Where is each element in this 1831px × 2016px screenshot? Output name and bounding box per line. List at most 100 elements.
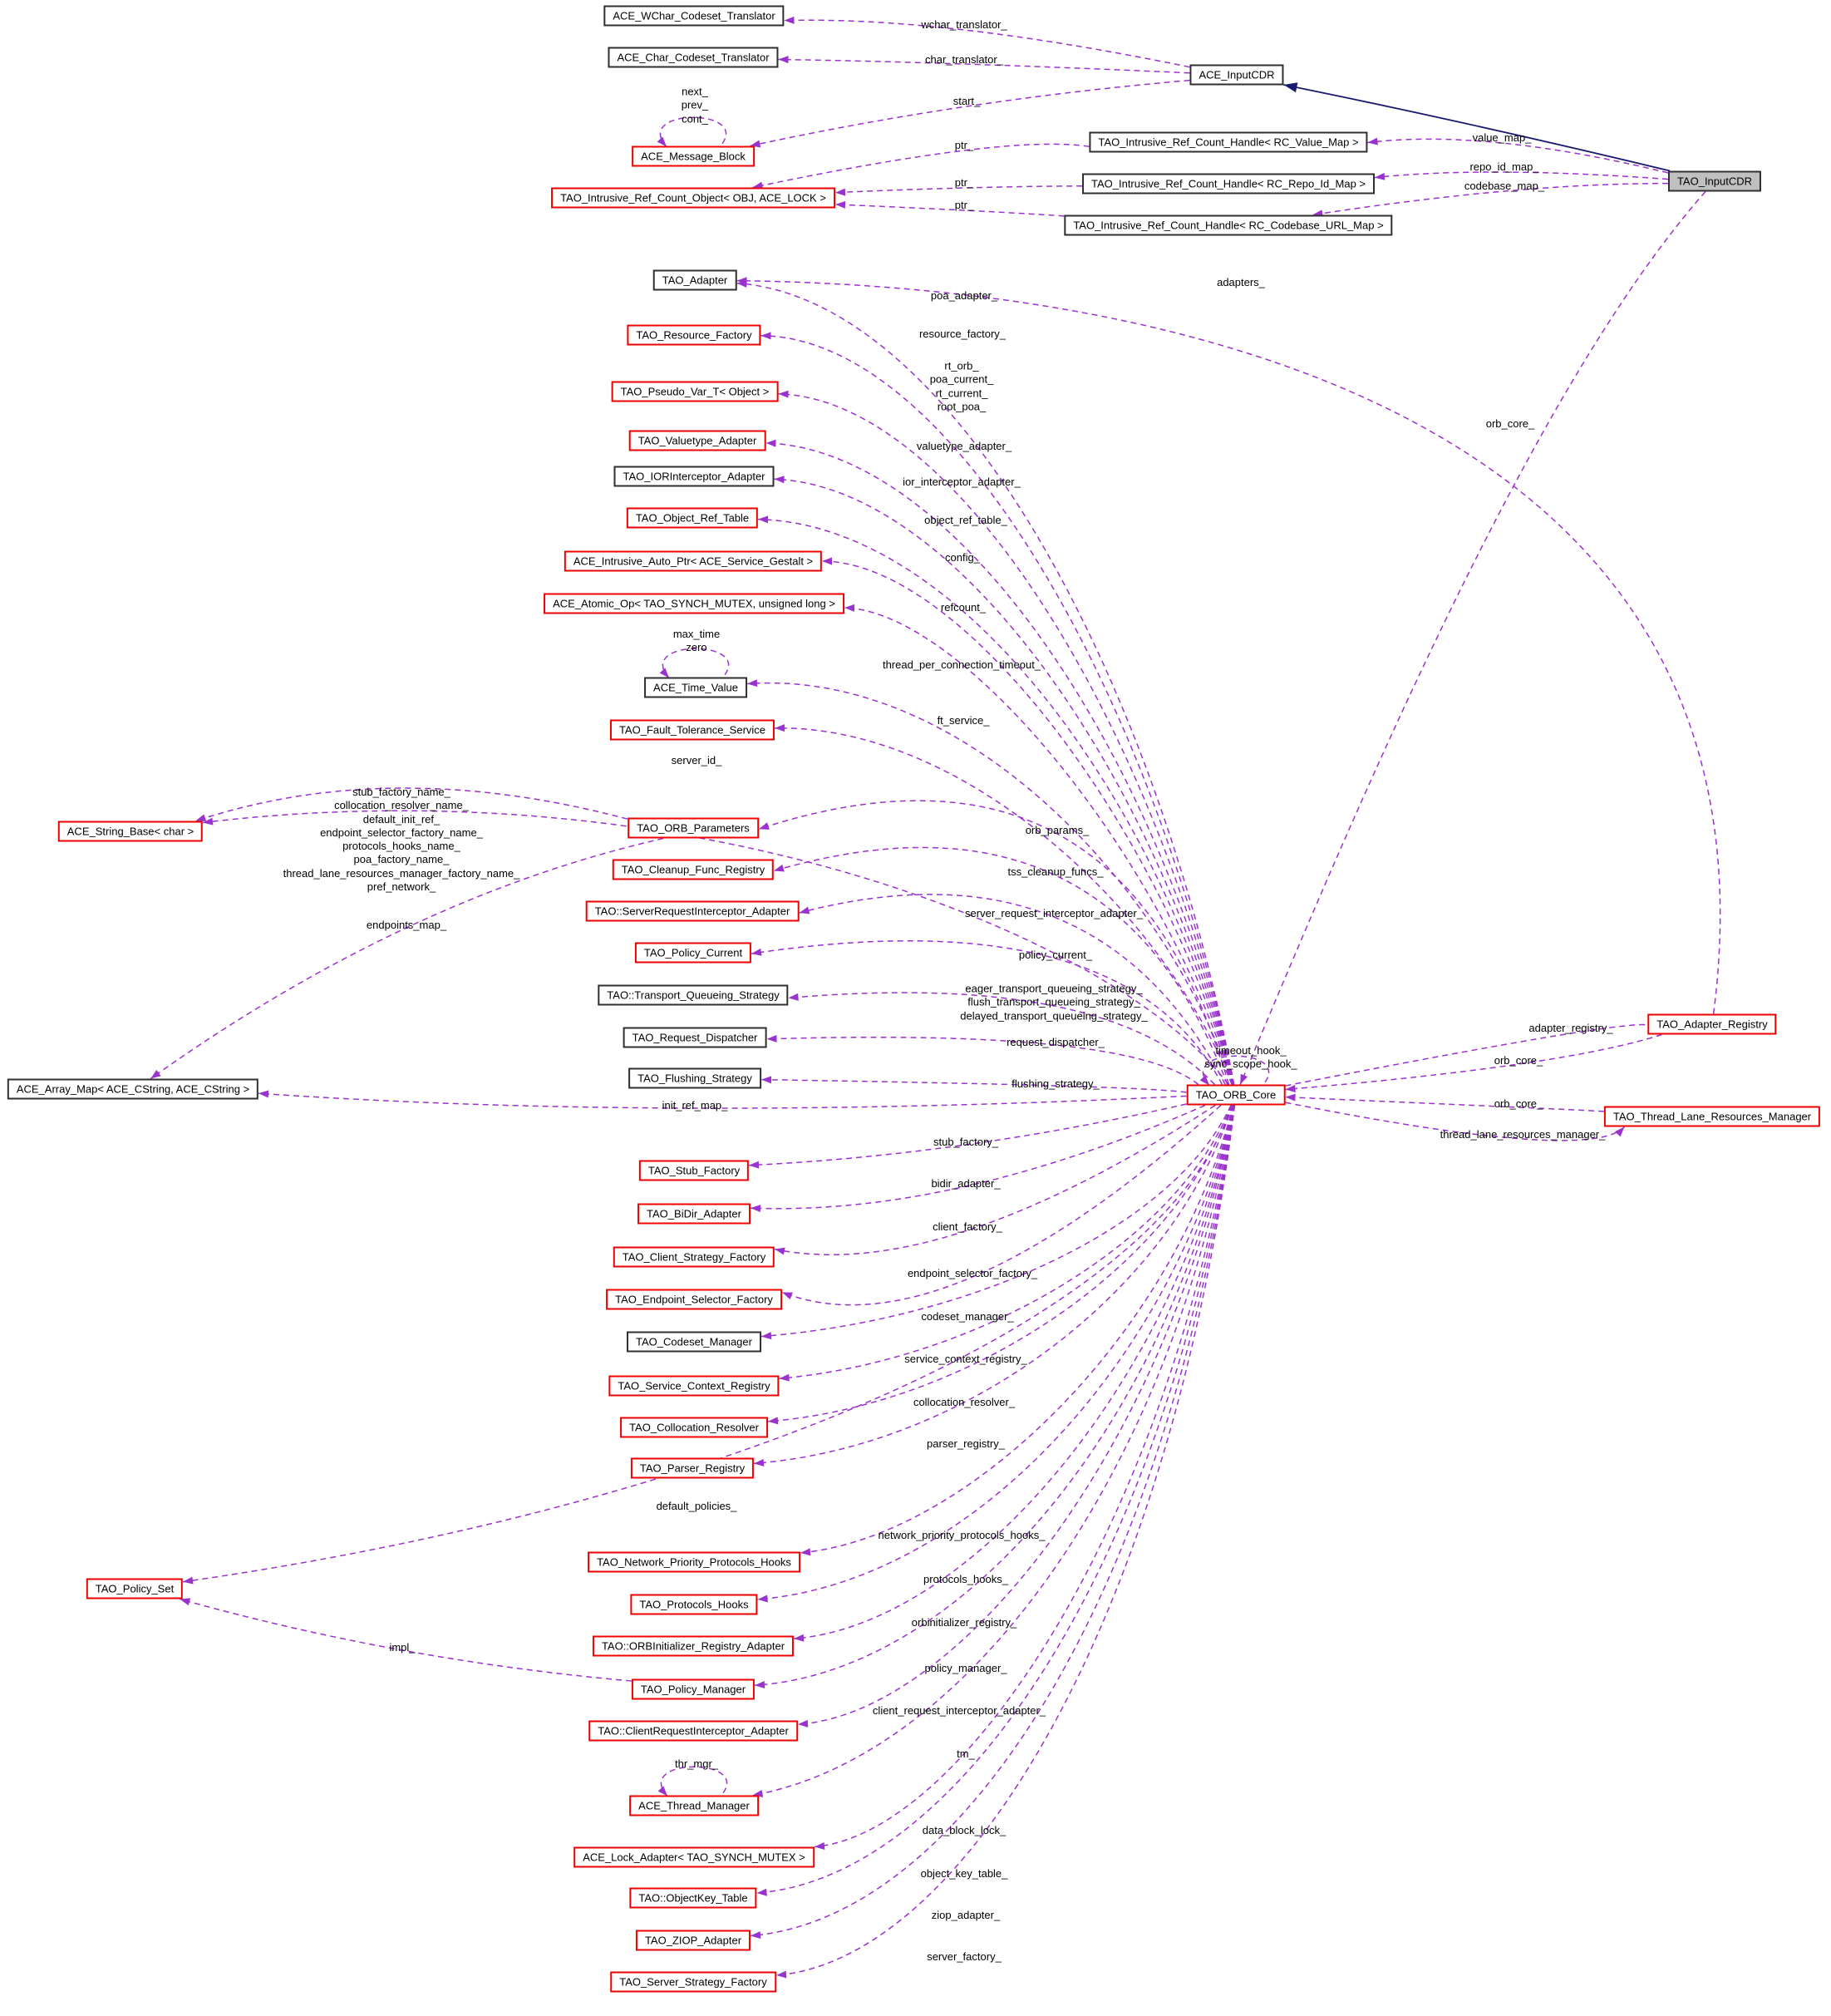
class-node-tao_orbinit[interactable]: TAO::ORBInitializer_Registry_Adapter <box>592 1635 795 1657</box>
class-node-ace_atomic[interactable]: ACE_Atomic_Op< TAO_SYNCH_MUTEX, unsigned… <box>544 593 844 614</box>
class-node-ace_string_base[interactable]: ACE_String_Base< char > <box>57 821 204 842</box>
edge-line <box>202 810 1229 1085</box>
class-node-tao_adapter[interactable]: TAO_Adapter <box>652 269 737 291</box>
edge-label: client_request_interceptor_adapter_ <box>872 1703 1046 1717</box>
edge-label: resource_factory_ <box>918 327 1007 340</box>
class-node-tao_client_strat[interactable]: TAO_Client_Strategy_Factory <box>613 1246 775 1268</box>
class-node-tao_stub[interactable]: TAO_Stub_Factory <box>638 1160 750 1181</box>
edge-label: endpoints_map_ <box>366 918 447 931</box>
edge-line <box>781 1104 1222 1306</box>
class-node-tao_ziop[interactable]: TAO_ZIOP_Adapter <box>635 1930 751 1951</box>
arrowhead <box>815 1841 825 1850</box>
class-node-ace_thread_mgr[interactable]: ACE_Thread_Manager <box>629 1795 759 1816</box>
edge-line <box>195 787 628 822</box>
class-node-h_codebase[interactable]: TAO_Intrusive_Ref_Count_Handle< RC_Codeb… <box>1064 214 1393 236</box>
edge-line <box>778 393 1235 1085</box>
edge-line <box>756 1105 1235 1894</box>
class-node-tao_orb_core[interactable]: TAO_ORB_Core <box>1186 1084 1286 1106</box>
class-node-ace_lock_adapter[interactable]: ACE_Lock_Adapter< TAO_SYNCH_MUTEX > <box>573 1846 815 1868</box>
arrowhead <box>775 724 785 732</box>
edge-label: policy_current_ <box>1018 948 1093 961</box>
edge-label: rt_orb_ poa_current_ rt_current_ root_po… <box>929 359 994 413</box>
class-node-tao_irco[interactable]: TAO_Intrusive_Ref_Count_Object< OBJ, ACE… <box>551 187 835 209</box>
edge-label: ft_service_ <box>937 713 990 727</box>
edge-label: char_translator_ <box>925 52 1003 66</box>
edge-line <box>1285 1023 1651 1087</box>
class-node-tao_flushing[interactable]: TAO_Flushing_Strategy <box>628 1067 761 1089</box>
class-node-tao_policy_current[interactable]: TAO_Policy_Current <box>634 942 752 964</box>
edge-line <box>1285 1096 1605 1112</box>
class-node-tao_colloc[interactable]: TAO_Collocation_Resolver <box>620 1417 768 1438</box>
class-node-tao_ior[interactable]: TAO_IORInterceptor_Adapter <box>613 466 775 487</box>
class-node-tao_obj_ref[interactable]: TAO_Object_Ref_Table <box>626 507 759 529</box>
edge-line <box>750 79 1190 147</box>
edge-label: codebase_map_ <box>1464 179 1545 192</box>
arrowhead <box>750 140 761 148</box>
class-node-h_value[interactable]: TAO_Intrusive_Ref_Count_Handle< RC_Value… <box>1089 131 1368 153</box>
arrowhead <box>761 1332 772 1340</box>
edge-label: orb_core_ <box>1494 1053 1543 1067</box>
class-node-ace_array_map[interactable]: ACE_Array_Map< ACE_CString, ACE_CString … <box>7 1078 259 1100</box>
class-node-tao_svc_ctx[interactable]: TAO_Service_Context_Registry <box>608 1375 780 1397</box>
class-node-ace_wchar[interactable]: ACE_WChar_Codeset_Translator <box>603 5 785 27</box>
class-node-ace_auto_ptr[interactable]: ACE_Intrusive_Auto_Ptr< ACE_Service_Gest… <box>564 550 823 572</box>
edge-label: server_id_ <box>671 753 722 766</box>
class-node-tao_objectkey[interactable]: TAO::ObjectKey_Table <box>629 1887 757 1909</box>
edge-line <box>662 648 730 678</box>
arrowhead <box>799 906 810 914</box>
edge-label: thread_lane_resources_manager_ <box>1440 1127 1606 1141</box>
arrowhead <box>751 1931 761 1940</box>
arrowhead <box>751 1205 761 1213</box>
class-node-tao_req_disp[interactable]: TAO_Request_Dispatcher <box>623 1027 767 1048</box>
class-node-tao_pseudo_var[interactable]: TAO_Pseudo_Var_T< Object > <box>611 381 779 402</box>
edge-line <box>766 1036 1199 1086</box>
arrowhead <box>1285 1085 1296 1093</box>
edge-line <box>150 837 664 1080</box>
class-node-tao_policy_set[interactable]: TAO_Policy_Set <box>86 1578 184 1599</box>
class-node-tao_proto[interactable]: TAO_Protocols_Hooks <box>630 1594 758 1615</box>
edge-label: codeset_manager_ <box>921 1309 1014 1323</box>
class-node-tao_endpoint_sel[interactable]: TAO_Endpoint_Selector_Factory <box>606 1289 782 1310</box>
edge-label: config_ <box>945 550 980 564</box>
arrowhead <box>150 1069 161 1079</box>
edge-label: tm_ <box>957 1747 975 1760</box>
class-node-ace_time_value[interactable]: ACE_Time_Value <box>644 677 747 698</box>
class-node-tao_cleanup[interactable]: TAO_Cleanup_Func_Registry <box>612 859 775 880</box>
arrowhead <box>758 515 769 524</box>
edge-line <box>659 116 727 147</box>
edge-line <box>778 58 1190 74</box>
edge-label: thread_per_connection_timeout_ <box>882 658 1041 671</box>
class-node-tao_nph[interactable]: TAO_Network_Priority_Protocols_Hooks <box>588 1551 800 1573</box>
class-node-h_repo[interactable]: TAO_Intrusive_Ref_Count_Handle< RC_Repo_… <box>1081 173 1376 195</box>
class-node-ace_char[interactable]: ACE_Char_Codeset_Translator <box>608 47 779 68</box>
edge-label: protocols_hooks_ <box>923 1572 1008 1585</box>
class-node-ace_message_block[interactable]: ACE_Message_Block <box>632 145 755 167</box>
edge-line <box>748 1103 1187 1166</box>
edge-label: object_key_table_ <box>920 1866 1008 1880</box>
edge-line <box>834 204 1065 217</box>
edge-label: server_factory_ <box>927 1949 1002 1963</box>
class-node-tao_adapter_registry[interactable]: TAO_Adapter_Registry <box>1647 1013 1777 1035</box>
class-node-tao_parser[interactable]: TAO_Parser_Registry <box>630 1457 755 1479</box>
class-node-tao_bidir[interactable]: TAO_BiDir_Adapter <box>637 1203 751 1225</box>
class-node-tao_tqs[interactable]: TAO::Transport_Queueing_Strategy <box>598 984 789 1006</box>
class-node-tao_resource_factory[interactable]: TAO_Resource_Factory <box>627 324 761 346</box>
edge-line <box>844 607 1233 1085</box>
arrowhead <box>766 1034 777 1043</box>
class-node-ace_inputcdr[interactable]: ACE_InputCDR <box>1189 64 1284 86</box>
class-node-tao_fault[interactable]: TAO_Fault_Tolerance_Service <box>609 719 775 741</box>
edge-label: parser_registry_ <box>927 1437 1005 1450</box>
class-node-tao_valuetype[interactable]: TAO_Valuetype_Adapter <box>628 430 766 451</box>
edge-label: bidir_adapter_ <box>931 1176 1001 1190</box>
class-node-tao_inputcdr[interactable]: TAO_InputCDR <box>1667 170 1762 192</box>
arrowhead <box>1375 172 1386 180</box>
class-node-tao_policy_mgr[interactable]: TAO_Policy_Manager <box>631 1678 756 1700</box>
class-node-tao_codeset[interactable]: TAO_Codeset_Manager <box>627 1331 761 1353</box>
class-node-tao_sri[interactable]: TAO::ServerRequestInterceptor_Adapter <box>585 900 800 922</box>
class-node-tao_server_strat[interactable]: TAO_Server_Strategy_Factory <box>610 1971 776 1993</box>
class-node-tao_tlrm[interactable]: TAO_Thread_Lane_Resources_Manager <box>1603 1106 1821 1127</box>
edge-label: collocation_resolver_ <box>913 1395 1016 1408</box>
class-node-tao_orb_parameters[interactable]: TAO_ORB_Parameters <box>628 817 759 839</box>
class-node-tao_cri[interactable]: TAO::ClientRequestInterceptor_Adapter <box>588 1720 798 1742</box>
